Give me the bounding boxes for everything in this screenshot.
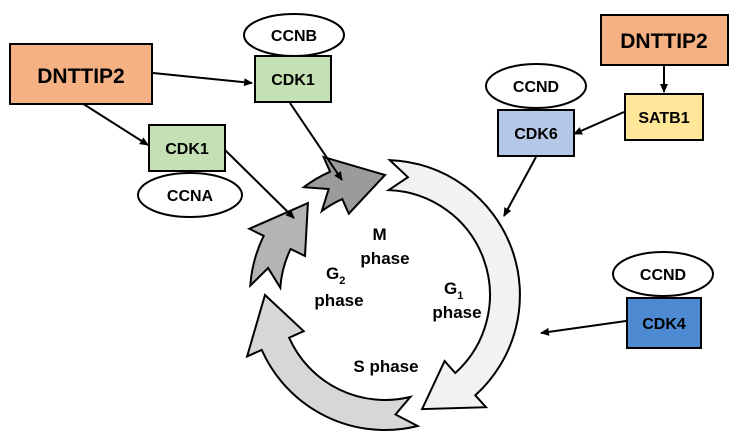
g1-phase-label: G1 [444,279,463,302]
ccna-label: CCNA [167,188,214,205]
ccnb-label: CCNB [271,28,317,45]
s-phase-arrow [245,293,421,431]
g1-phase-arrow [385,159,521,411]
satb1-label: SATB1 [638,110,689,127]
cdk1-left-label: CDK1 [165,141,209,158]
dnttip2-left-label: DNTTIP2 [37,65,125,88]
satb1-box [624,93,704,141]
ccnd-bottom-ellipse [612,251,714,297]
g2-phase-label-line2: phase [314,291,363,310]
g1-phase-label-line2: phase [432,303,481,322]
dnttip2-right-box [600,14,729,66]
cdk1-left-box [148,124,226,172]
cdk4-label: CDK4 [642,316,686,333]
arrow-cdk4-to-g1 [540,320,627,336]
g2-phase-label: G2 [326,264,345,287]
arrow-cdk1-top-to-m-phase [289,102,343,181]
arrow-cdk1-left-to-g2 [224,149,295,219]
ccnd-top-label: CCND [513,79,559,96]
ccna-ellipse [137,172,243,218]
dnttip2-left-box [9,43,153,105]
m-phase-label: M phase [360,225,409,268]
m-phase-arrow [301,155,387,216]
cdk4-box [626,297,702,349]
arrow-cdk6-to-g1 [503,156,537,217]
arrow-satb1-to-cdk6 [573,111,625,135]
dnttip2-right-label: DNTTIP2 [620,30,708,53]
ccnd-bottom-label: CCND [640,267,686,284]
g2-phase-arrow [246,201,309,291]
cdk1-top-label: CDK1 [271,72,315,89]
arrow-dnttip2-to-cdk1-top [152,72,253,87]
ccnd-top-ellipse [485,63,587,109]
cdk6-label: CDK6 [514,126,558,143]
arrow-dnttip2-to-cdk1-left [73,97,149,146]
cdk1-top-box [254,55,332,103]
s-phase-label: S phase [353,357,418,376]
cdk6-box [497,109,575,157]
